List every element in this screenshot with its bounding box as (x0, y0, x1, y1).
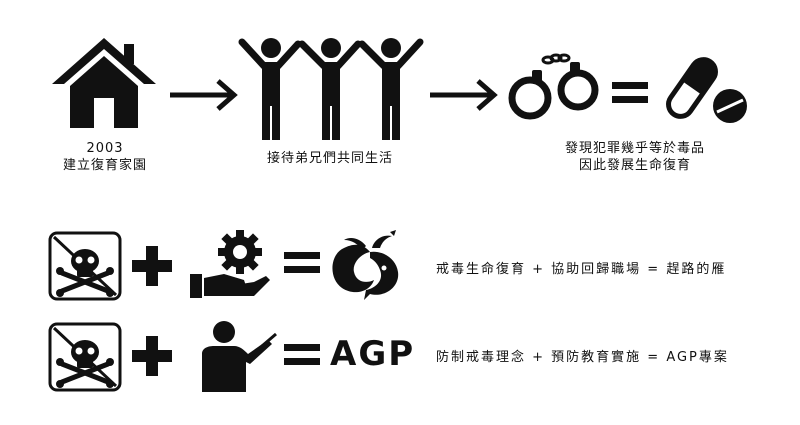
step3-caption: 發現犯罪幾乎等於毒品 因此發展生命復育 (540, 140, 730, 174)
arrow-right-icon (170, 79, 238, 111)
row2-equation: 防制戒毒理念 + 預防教育實施 = AGP專案 (436, 350, 729, 365)
agp-logo-text: AGP (330, 334, 416, 374)
equals-icon (612, 82, 648, 103)
plus-icon (132, 246, 172, 286)
teacher-icon (202, 321, 277, 392)
equals-icon (284, 252, 320, 273)
no-drugs-skull-icon (48, 322, 122, 392)
hand-gear-icon (190, 230, 270, 298)
pills-icon (666, 57, 747, 123)
arrow-right-icon (430, 79, 498, 111)
plus-icon (132, 336, 172, 376)
step2-caption: 接待弟兄們共同生活 (240, 150, 420, 167)
row1-equation: 戒毒生命復育 + 協助回歸職場 = 趕路的雁 (436, 262, 727, 277)
step3-line2: 因此發展生命復育 (578, 158, 691, 173)
step2-label: 接待弟兄們共同生活 (266, 151, 393, 166)
step1-caption: 2003 建立復育家園 (40, 140, 170, 174)
no-drugs-skull-icon (48, 231, 122, 301)
people-group-icon (238, 38, 424, 140)
equals-icon (284, 344, 320, 365)
step3-line1: 發現犯罪幾乎等於毒品 (564, 141, 705, 156)
handcuffs-icon (508, 53, 599, 120)
step1-label: 建立復育家園 (62, 158, 147, 173)
house-icon (52, 38, 156, 128)
step1-year: 2003 (86, 141, 124, 156)
wild-goose-logo-icon (332, 230, 399, 300)
